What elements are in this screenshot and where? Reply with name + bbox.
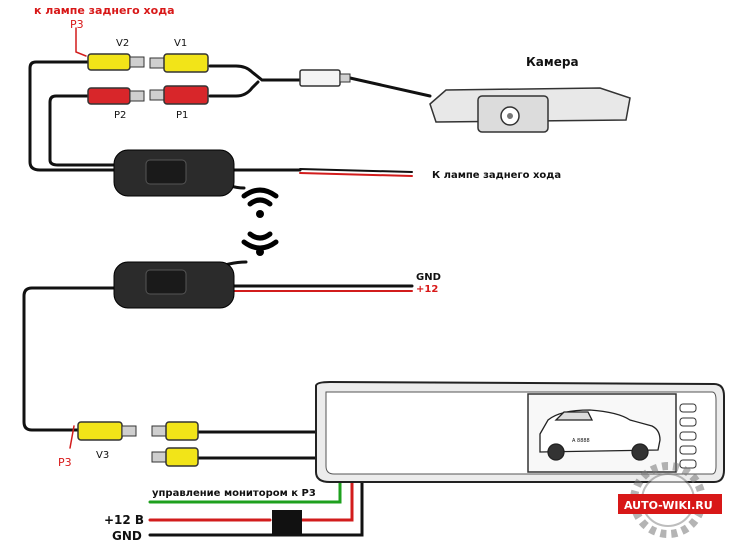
label-v1: V1 <box>174 38 187 49</box>
wire-receiver-to-v3 <box>22 286 120 432</box>
watermark-banner <box>618 494 722 514</box>
wire-monitor-plus12-red <box>148 480 354 522</box>
rca-connector-v3 <box>77 421 137 441</box>
label-p2: P2 <box>114 110 126 121</box>
rca-connector-monitor-video1 <box>151 421 199 441</box>
wire-monitor-gnd-black <box>148 480 364 537</box>
wire-v3-red-lead <box>69 425 75 449</box>
wire-camera-cable <box>348 76 432 98</box>
wire-camera-to-p1 <box>208 80 260 98</box>
label-gnd-transmitter: GND <box>416 272 441 283</box>
label-p3-bottom: P3 <box>58 456 72 469</box>
watermark-text: AUTO-WIKI.RU <box>624 499 713 512</box>
label-plus12-transmitter: +12 <box>416 284 438 295</box>
wireless-transmitter <box>113 149 235 197</box>
monitor-button <box>679 431 697 441</box>
wire-monitor-control-green <box>148 478 342 504</box>
monitor-button <box>679 445 697 455</box>
rca-connector-monitor-video2 <box>151 447 199 467</box>
car-plate: A 8888 <box>572 438 590 444</box>
fuse-block <box>272 510 302 536</box>
label-p1: P1 <box>176 110 188 121</box>
label-monitor-control: управление монитором к P3 <box>152 488 316 499</box>
rca-connector-v2 <box>87 53 145 71</box>
wire-rear-light-black2 <box>299 168 413 173</box>
camera-icon <box>429 87 631 133</box>
label-plus12v: +12 В <box>104 513 144 527</box>
rca-connector-v1 <box>149 53 209 73</box>
monitor-button <box>679 417 697 427</box>
wire-rear-light-red <box>299 172 413 177</box>
car-icon <box>539 409 661 461</box>
camera-plug <box>299 69 351 87</box>
label-gnd-bottom: GND <box>112 529 142 543</box>
rca-connector-p2 <box>87 87 145 105</box>
wire-p2-to-transmitter <box>48 94 120 167</box>
label-camera: Камера <box>526 55 579 69</box>
monitor-button <box>679 403 697 413</box>
wifi-signal-icon <box>241 187 279 256</box>
rca-connector-p1 <box>149 85 209 105</box>
label-top-rear-light: к лампе заднего хода <box>34 4 175 17</box>
label-rear-light: К лампе заднего хода <box>432 170 561 181</box>
label-p3-top: P3 <box>70 18 84 31</box>
wire-camera-to-v1 <box>208 64 302 82</box>
label-v2: V2 <box>116 38 129 49</box>
wireless-receiver <box>113 261 235 309</box>
monitor-button <box>679 459 697 469</box>
wire-v2-to-transmitter <box>28 60 120 172</box>
wire-p3-red-lead <box>75 27 87 57</box>
label-v3: V3 <box>96 450 109 461</box>
